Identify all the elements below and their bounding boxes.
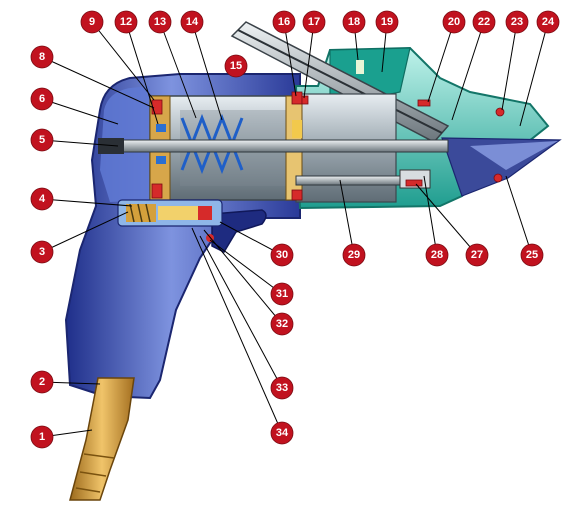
callout-33: 33 [270, 376, 294, 400]
callout-14: 14 [180, 10, 204, 34]
svg-text:5: 5 [39, 134, 45, 146]
svg-text:31: 31 [276, 288, 288, 300]
callout-32: 32 [270, 312, 294, 336]
nozzle-tip [470, 141, 558, 170]
barrel-markers [156, 60, 364, 164]
callout-5: 5 [30, 128, 54, 152]
callout-34: 34 [270, 421, 294, 445]
callout-24: 24 [536, 10, 560, 34]
svg-text:25: 25 [526, 249, 538, 261]
callout-6: 6 [30, 87, 54, 111]
callout-31: 31 [270, 282, 294, 306]
callout-17: 17 [302, 10, 326, 34]
svg-text:24: 24 [542, 16, 555, 28]
callout-23: 23 [505, 10, 529, 34]
callout-28: 28 [425, 243, 449, 267]
svg-text:17: 17 [308, 16, 320, 28]
svg-text:16: 16 [278, 16, 290, 28]
callout-20: 20 [442, 10, 466, 34]
svg-text:19: 19 [381, 16, 393, 28]
svg-text:27: 27 [471, 249, 483, 261]
callout-12: 12 [114, 10, 138, 34]
callout-25: 25 [520, 243, 544, 267]
callout-4: 4 [30, 187, 54, 211]
svg-text:34: 34 [276, 427, 289, 439]
trigger-valve [117, 199, 223, 242]
svg-text:9: 9 [89, 16, 95, 28]
svg-text:28: 28 [431, 249, 443, 261]
svg-text:18: 18 [348, 16, 360, 28]
callout-22: 22 [472, 10, 496, 34]
svg-text:20: 20 [448, 16, 460, 28]
seal-16 [291, 91, 303, 105]
seal-27 [405, 179, 423, 187]
seal-22 [417, 99, 431, 107]
callout-18: 18 [342, 10, 366, 34]
callout-29: 29 [342, 243, 366, 267]
callout-15: 15 [224, 54, 248, 78]
callout-3: 3 [30, 240, 54, 264]
svg-text:14: 14 [186, 16, 199, 28]
svg-text:13: 13 [154, 16, 166, 28]
svg-text:1: 1 [39, 431, 45, 443]
callout-19: 19 [375, 10, 399, 34]
svg-text:30: 30 [276, 249, 288, 261]
seal-23 [495, 107, 505, 117]
callout-13: 13 [148, 10, 172, 34]
callout-1: 1 [30, 425, 54, 449]
callout-16: 16 [272, 10, 296, 34]
callout-8: 8 [30, 45, 54, 69]
svg-text:6: 6 [39, 93, 45, 105]
seal-8 [151, 183, 163, 199]
callout-27: 27 [465, 243, 489, 267]
svg-text:4: 4 [39, 193, 46, 205]
seal-25 [493, 173, 503, 183]
piston-rod [98, 138, 449, 154]
svg-text:8: 8 [39, 51, 45, 63]
svg-text:33: 33 [276, 382, 288, 394]
svg-text:32: 32 [276, 318, 288, 330]
svg-text:23: 23 [511, 16, 523, 28]
leader-lines [41, 21, 549, 438]
svg-text:3: 3 [39, 246, 45, 258]
svg-text:29: 29 [348, 249, 360, 261]
callout-9: 9 [80, 10, 104, 34]
callout-2: 2 [30, 370, 54, 394]
seal-17 [301, 95, 309, 105]
svg-text:15: 15 [230, 60, 242, 72]
seal-rear-low [291, 189, 303, 201]
svg-text:2: 2 [39, 376, 45, 388]
svg-text:22: 22 [478, 16, 490, 28]
seal-9 [151, 99, 163, 115]
callout-30: 30 [270, 243, 294, 267]
hose-fitting [69, 377, 135, 501]
svg-text:12: 12 [120, 16, 132, 28]
trigger [211, 209, 267, 253]
